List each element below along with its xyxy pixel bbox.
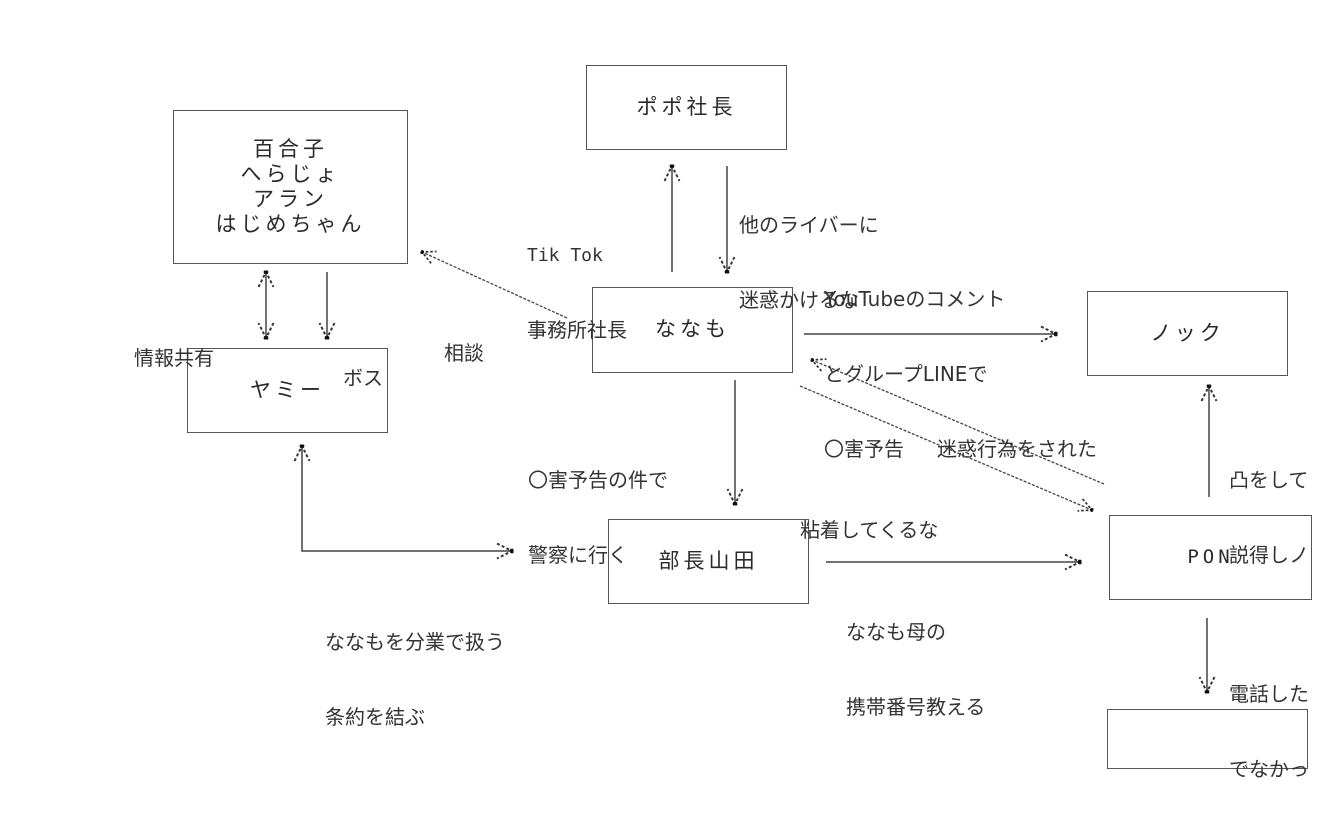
label-line: Tik Tok <box>527 245 603 266</box>
label-line: 電話した <box>1229 682 1309 706</box>
node-line: はじめちゃん <box>215 212 366 237</box>
edge-yami-bucho-bungyo <box>302 446 512 551</box>
node-label: 部長山田 <box>658 548 759 573</box>
node-knock[interactable]: ノック <box>1087 291 1288 376</box>
label-line: ボス <box>343 366 383 390</box>
label-meiwaku: 迷惑行為をされた <box>937 387 1097 512</box>
label-line: 相談 <box>444 341 484 365</box>
label-haha: ななも母の 携帯番号教える <box>846 570 985 770</box>
label-line: 情報共有 <box>134 346 214 370</box>
label-line: でなかっ <box>1229 757 1309 781</box>
relationship-diagram: 百合子 へらじょ アラン はじめちゃん ポポ社長 ななも ヤミー ノック 部長山… <box>0 0 1339 781</box>
label-line: 携帯番号教える <box>846 695 986 719</box>
node-line: へらじょ <box>240 161 341 186</box>
label-keisatsu: 〇害予告の件で 警察に行く <box>528 418 668 618</box>
label-totsu: 凸をして 説得しノ <box>1229 418 1309 618</box>
label-soudan: 相談 <box>444 291 484 416</box>
label-line: 凸をして <box>1229 468 1309 492</box>
label-line: 迷惑行為をされた <box>937 437 1097 461</box>
node-pon[interactable]: PON <box>1109 515 1312 600</box>
edge-nanamo-to-pon <box>799 385 1092 510</box>
label-denwa: 電話した でなかっ <box>1229 632 1309 832</box>
node-yuriko-group[interactable]: 百合子 へらじょ アラン はじめちゃん <box>173 110 408 264</box>
label-line: とグループLINEで <box>824 362 988 386</box>
edges-layer <box>0 0 1339 720</box>
label-line: 事務所社長 <box>527 318 627 342</box>
label-bungyo: ななもを分業で扱う 条約を結ぶ <box>325 580 505 780</box>
label-line: ななもを分業で扱う <box>325 630 505 654</box>
node-popo[interactable]: ポポ社長 <box>586 65 787 150</box>
node-line: アラン <box>253 187 328 211</box>
label-line: 警察に行く <box>528 543 628 567</box>
node-bucho-yamada[interactable]: 部長山田 <box>608 519 809 604</box>
label-line: ななも母の <box>846 620 946 644</box>
label-line: 〇害予告の件で <box>528 468 668 492</box>
edge-pon-to-nanamo <box>812 360 1105 485</box>
node-label: ヤミー <box>250 377 325 402</box>
node-line: 百合子 <box>253 136 328 161</box>
node-label: ポポ社長 <box>636 94 737 119</box>
label-line: 条約を結ぶ <box>325 705 425 729</box>
node-nanamo[interactable]: ななも <box>592 287 793 373</box>
label-youtube: YouTubeのコメント とグループLINEで 〇害予告 <box>824 237 1005 512</box>
label-nenchaku: 粘着してくるな <box>800 468 938 593</box>
label-line: 迷惑かけるな <box>739 288 859 312</box>
label-line: YouTubeのコメント <box>824 287 1006 311</box>
label-line: 粘着してくるな <box>800 518 939 542</box>
node-label: PON <box>1187 546 1234 569</box>
edge-nanamo-to-yuriko <box>422 252 568 319</box>
node-label: ノック <box>1150 320 1225 345</box>
node-yami[interactable]: ヤミー <box>187 348 388 433</box>
label-line: 他のライバーに <box>739 213 879 237</box>
node-label: ななも <box>655 317 730 342</box>
label-joho-kyoyu: 情報共有 <box>134 296 214 421</box>
label-line: 説得しノ <box>1229 543 1309 567</box>
label-boss: ボス <box>343 316 383 441</box>
label-popo-to-nanamo: 他のライバーに 迷惑かけるな <box>739 163 879 363</box>
label-tiktok: Tik Tok 事務所社長 <box>527 193 627 393</box>
label-line: 〇害予告 <box>824 437 904 461</box>
